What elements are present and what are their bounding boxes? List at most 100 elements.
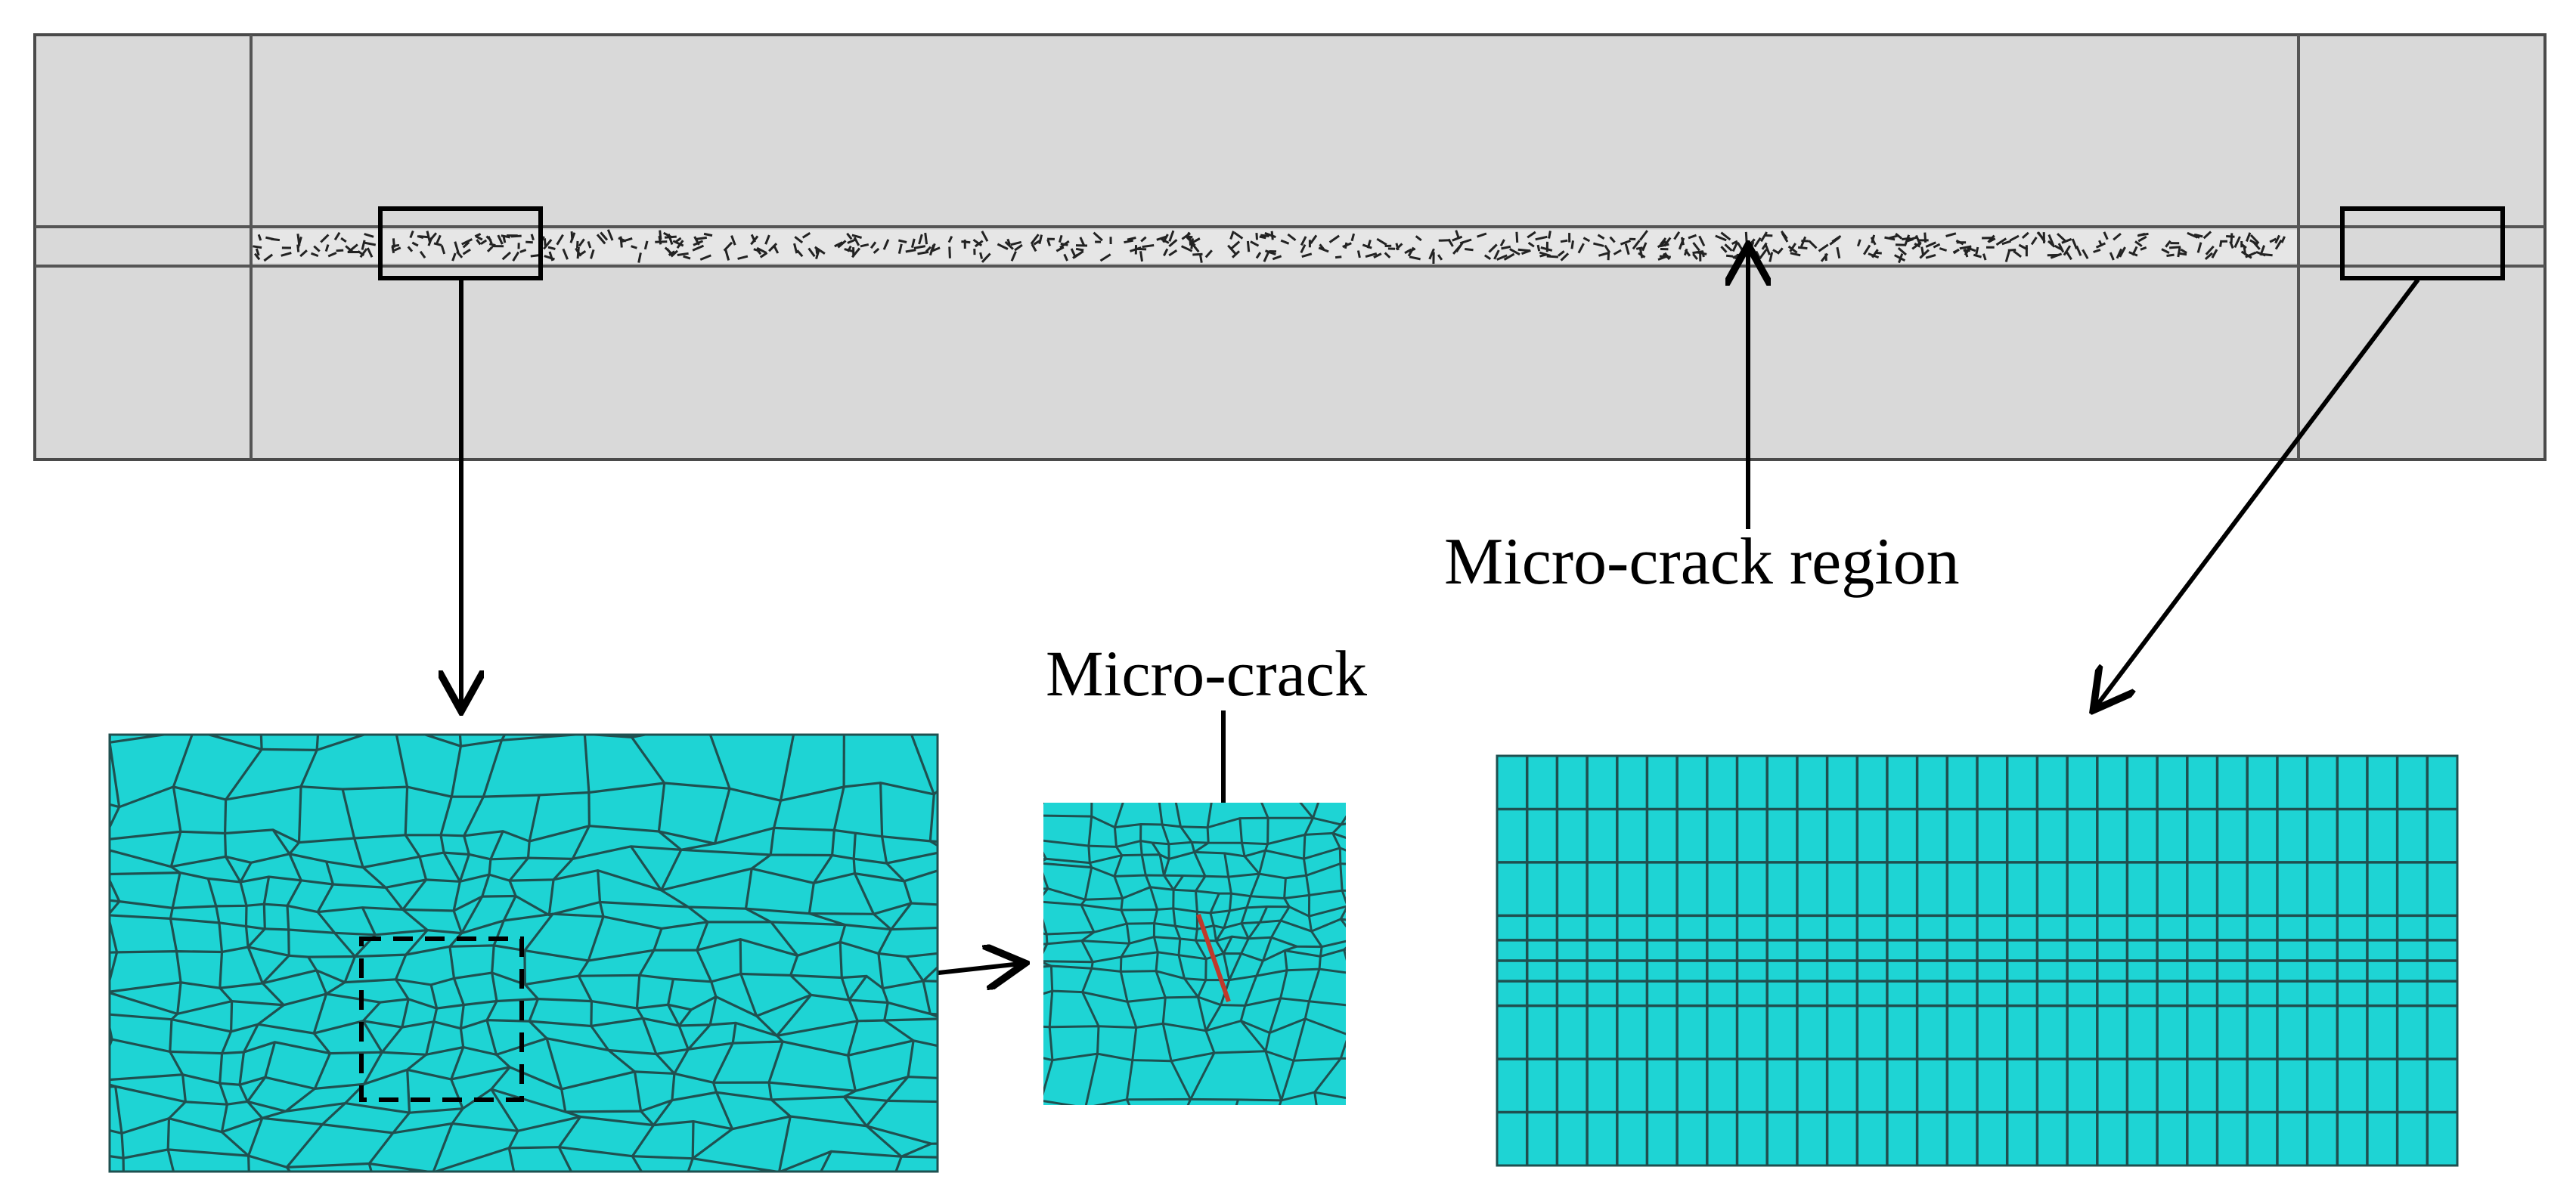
mesh-edge [1043, 989, 1346, 1007]
micro-crack-dot [793, 243, 798, 254]
mesh-edge [219, 987, 233, 1002]
mesh-edge [922, 980, 932, 1014]
zoom-mesh-lines [1043, 764, 1387, 1105]
micro-crack-dot [2240, 243, 2247, 249]
mesh-edge [221, 1031, 233, 1054]
micro-crack-dot [1006, 238, 1011, 246]
micro-crack-dot [1404, 248, 1412, 255]
mesh-edge [944, 868, 987, 869]
micro-crack-dot [1560, 239, 1568, 243]
mesh-edge [286, 1123, 324, 1169]
mesh-edge [48, 894, 49, 923]
micro-crack-dot [2249, 234, 2260, 244]
micro-crack-dot [2229, 240, 2234, 249]
mesh-edge [353, 837, 364, 868]
micro-crack-dot [755, 248, 762, 255]
micro-crack-dot [525, 240, 533, 244]
mesh-edge [495, 1054, 511, 1069]
mesh-edge [1049, 965, 1054, 992]
micro-crack-dot [1300, 236, 1307, 246]
micro-crack-dot [1874, 251, 1882, 255]
mesh-edge [110, 952, 119, 985]
micro-crack-dot [340, 237, 347, 243]
micro-crack-dot [1063, 253, 1068, 262]
micro-crack-dot [1539, 251, 1551, 257]
mesh-edge [1307, 968, 1321, 1002]
micro-crack-dot [801, 232, 811, 239]
mesh-edge [687, 1023, 711, 1051]
mesh-edge [361, 1020, 383, 1054]
mesh-edge [1140, 854, 1147, 876]
mesh-edge [46, 879, 50, 895]
mesh-edge [307, 956, 318, 971]
mesh-edge [1196, 996, 1207, 1032]
mesh-edge [1195, 940, 1207, 960]
mesh-edge [1227, 876, 1232, 894]
micro-crack-dot [1318, 246, 1329, 253]
mesh-edge [247, 1117, 264, 1156]
mesh-edge [877, 953, 885, 989]
micro-crack-dot [590, 249, 595, 259]
micro-crack-dot [724, 248, 730, 261]
mesh-edge [715, 1091, 734, 1130]
micro-crack-dot [1597, 234, 1605, 240]
micro-crack-dot [1056, 246, 1065, 252]
micro-crack-dot [1452, 235, 1463, 242]
mesh-edge [883, 1019, 915, 1042]
mesh-edge [1339, 906, 1346, 920]
micro-crack-dot [2177, 246, 2181, 258]
micro-crack-dot [1593, 242, 1604, 247]
micro-crack-dot [1692, 242, 1700, 252]
micro-crack-dot [703, 232, 713, 237]
mesh-edge [1251, 764, 1256, 790]
micro-crack-dot [254, 252, 261, 261]
mesh-edge [262, 982, 285, 1006]
mesh-edge [286, 880, 302, 907]
mesh-edge [848, 999, 859, 1022]
micro-crack-dot [1560, 252, 1570, 262]
micro-crack-dot [474, 233, 482, 238]
mesh-edge [1043, 871, 1049, 890]
micro-crack-dot [1409, 255, 1421, 261]
mesh-edge [571, 825, 591, 860]
mesh-edge [230, 1001, 234, 1032]
mesh-edge [1215, 940, 1225, 955]
mesh-edge [1161, 1023, 1173, 1062]
mesh-edge [1080, 904, 1096, 933]
mesh-edge [1238, 818, 1243, 844]
micro-crack-dot [1437, 254, 1443, 261]
mesh-edge [769, 828, 776, 856]
mesh-edge [404, 834, 421, 858]
micro-crack-dot [1925, 253, 1936, 259]
mesh-edge [1339, 863, 1344, 891]
mesh-edge [839, 942, 843, 978]
micro-crack-dot [1790, 252, 1801, 257]
mesh-edge [890, 902, 913, 930]
mesh-edge [34, 676, 38, 724]
micro-crack-dot [2274, 234, 2280, 244]
mesh-edge [1245, 896, 1252, 909]
mesh-edge [361, 907, 377, 936]
mesh-edge [711, 1082, 718, 1093]
micro-crack-dot [1264, 249, 1276, 256]
micro-crack-dot [1527, 231, 1536, 239]
mesh-edge [333, 932, 356, 958]
mesh-edge [945, 927, 954, 952]
micro-crack-dot [1488, 243, 1498, 253]
micro-crack-dot [2137, 232, 2146, 237]
mesh-edge [577, 960, 590, 977]
micro-crack-dot [1982, 253, 1987, 261]
mesh-edge [507, 1130, 519, 1149]
mesh-edge [1080, 931, 1095, 942]
mesh-edge [1096, 1026, 1100, 1054]
mesh-edge [452, 977, 465, 1006]
micro-crack-dot [2240, 250, 2252, 259]
micro-crack-dot [2007, 249, 2016, 252]
mesh-edge [1378, 1026, 1384, 1058]
mesh-edge [1303, 817, 1314, 836]
mesh-edge [1368, 867, 1387, 893]
micro-crack-dot [2280, 236, 2286, 243]
mesh-edge [439, 834, 445, 853]
mesh-edge [1194, 929, 1198, 941]
mesh-edge [485, 1020, 498, 1055]
